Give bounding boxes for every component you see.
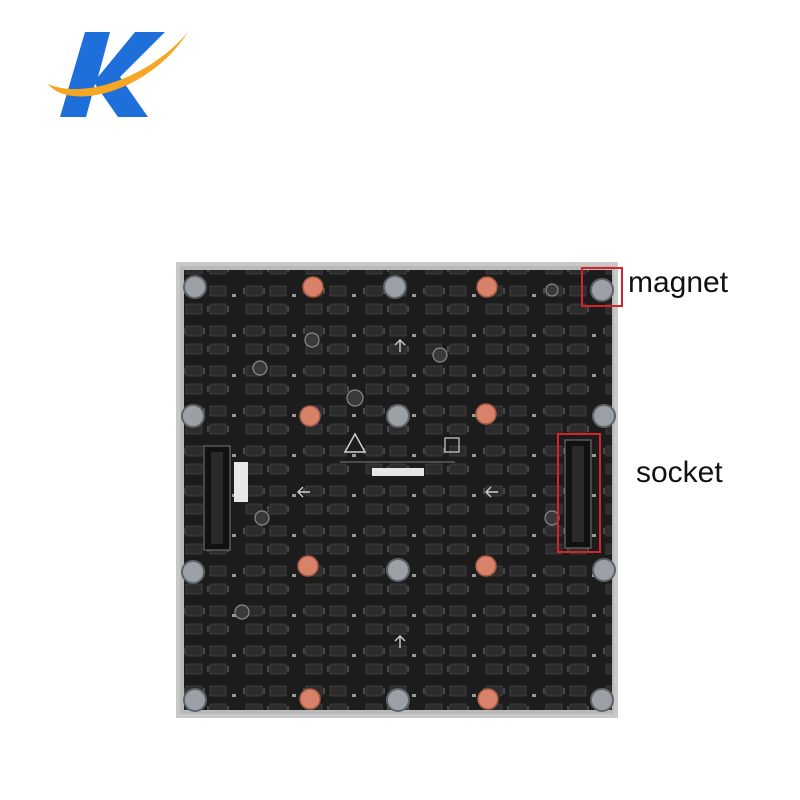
right-socket [564,439,592,549]
left-socket [203,445,248,551]
copper-pads [297,276,499,710]
socket-label: socket [636,456,723,489]
magnet-label: magnet [628,266,729,299]
socket-highlight-box [557,433,601,553]
magnets [181,275,616,712]
brand-logo-icon [48,32,188,117]
magnet-highlight-box [581,267,623,307]
